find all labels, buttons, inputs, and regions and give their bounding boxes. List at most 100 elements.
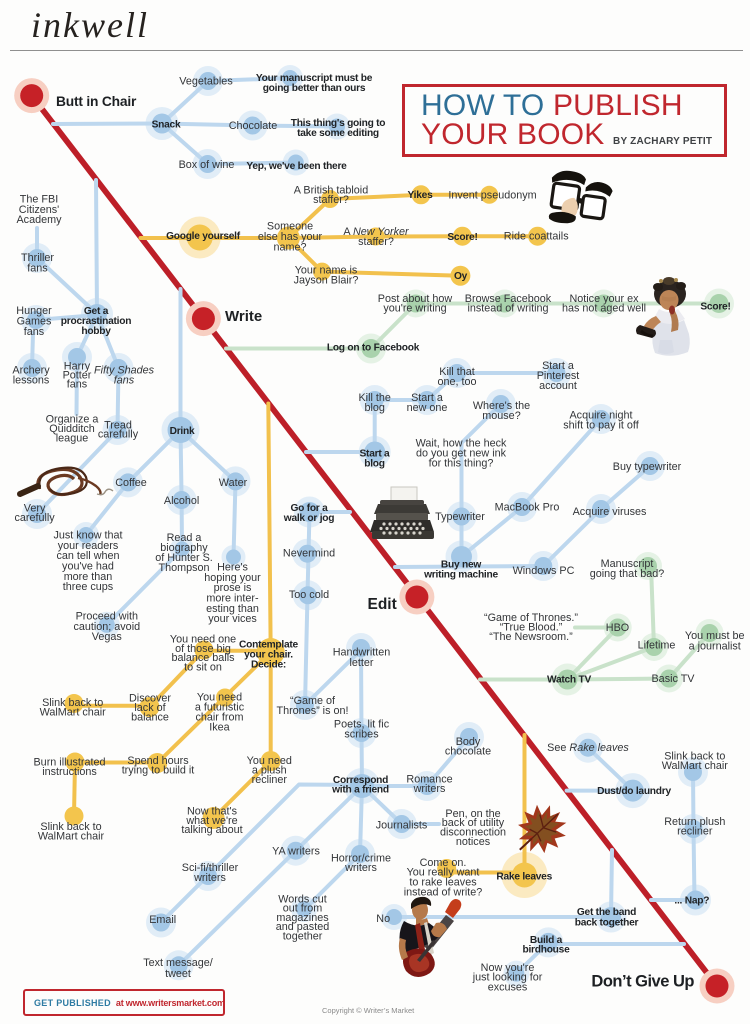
svg-text:Score!: Score! bbox=[700, 302, 730, 313]
svg-text:Yikes: Yikes bbox=[408, 190, 434, 201]
svg-text:Text message/tweet: Text message/tweet bbox=[143, 957, 213, 980]
svg-text:HBO: HBO bbox=[606, 622, 629, 634]
svg-text:YA writers: YA writers bbox=[272, 845, 320, 857]
svg-text:Edit: Edit bbox=[368, 596, 397, 613]
svg-text:Box of wine: Box of wine bbox=[179, 159, 235, 171]
svg-text:Ride coattails: Ride coattails bbox=[504, 231, 569, 243]
svg-text:Oy: Oy bbox=[454, 271, 468, 282]
svg-text:Yep, we've been there: Yep, we've been there bbox=[246, 161, 347, 172]
svg-text:Water: Water bbox=[219, 477, 248, 489]
svg-text:Journalists: Journalists bbox=[376, 820, 428, 832]
svg-text:“Game of Thrones.”“True Blood.: “Game of Thrones.”“True Blood.”“The News… bbox=[484, 612, 578, 643]
svg-text:Too cold: Too cold bbox=[289, 589, 329, 601]
svg-text:Buy typewriter: Buy typewriter bbox=[613, 461, 682, 473]
svg-text:See Rake leaves: See Rake leaves bbox=[547, 742, 629, 754]
svg-text:Coffee: Coffee bbox=[115, 477, 147, 489]
svg-text:Acquire viruses: Acquire viruses bbox=[573, 506, 647, 518]
svg-text:Log on to Facebook: Log on to Facebook bbox=[327, 343, 420, 354]
svg-text:Drink: Drink bbox=[170, 426, 195, 437]
svg-text:Score!: Score! bbox=[447, 232, 477, 243]
svg-text:... Nap?: ... Nap? bbox=[674, 896, 709, 907]
svg-text:Basic TV: Basic TV bbox=[651, 673, 695, 685]
svg-text:Chocolate: Chocolate bbox=[229, 120, 278, 132]
svg-text:Google yourself: Google yourself bbox=[166, 231, 241, 242]
svg-text:Watch TV: Watch TV bbox=[547, 675, 591, 686]
svg-text:Windows PC: Windows PC bbox=[513, 565, 575, 577]
svg-text:Dust/do laundry: Dust/do laundry bbox=[597, 786, 671, 797]
svg-text:Typewriter: Typewriter bbox=[435, 511, 485, 523]
svg-text:Invent pseudonym: Invent pseudonym bbox=[448, 190, 536, 202]
svg-text:Butt in Chair: Butt in Chair bbox=[56, 94, 137, 109]
svg-text:No: No bbox=[376, 913, 390, 925]
svg-text:You must bea journalist: You must bea journalist bbox=[685, 630, 745, 653]
svg-text:Alcohol: Alcohol bbox=[164, 495, 199, 507]
svg-text:Snack: Snack bbox=[152, 119, 181, 130]
svg-text:MacBook Pro: MacBook Pro bbox=[495, 501, 560, 513]
svg-text:Nevermind: Nevermind bbox=[283, 548, 335, 560]
svg-text:Vegetables: Vegetables bbox=[179, 76, 233, 88]
svg-text:Don’t Give Up: Don’t Give Up bbox=[591, 973, 694, 991]
svg-text:Write: Write bbox=[225, 308, 262, 325]
svg-text:Email: Email bbox=[149, 914, 176, 926]
